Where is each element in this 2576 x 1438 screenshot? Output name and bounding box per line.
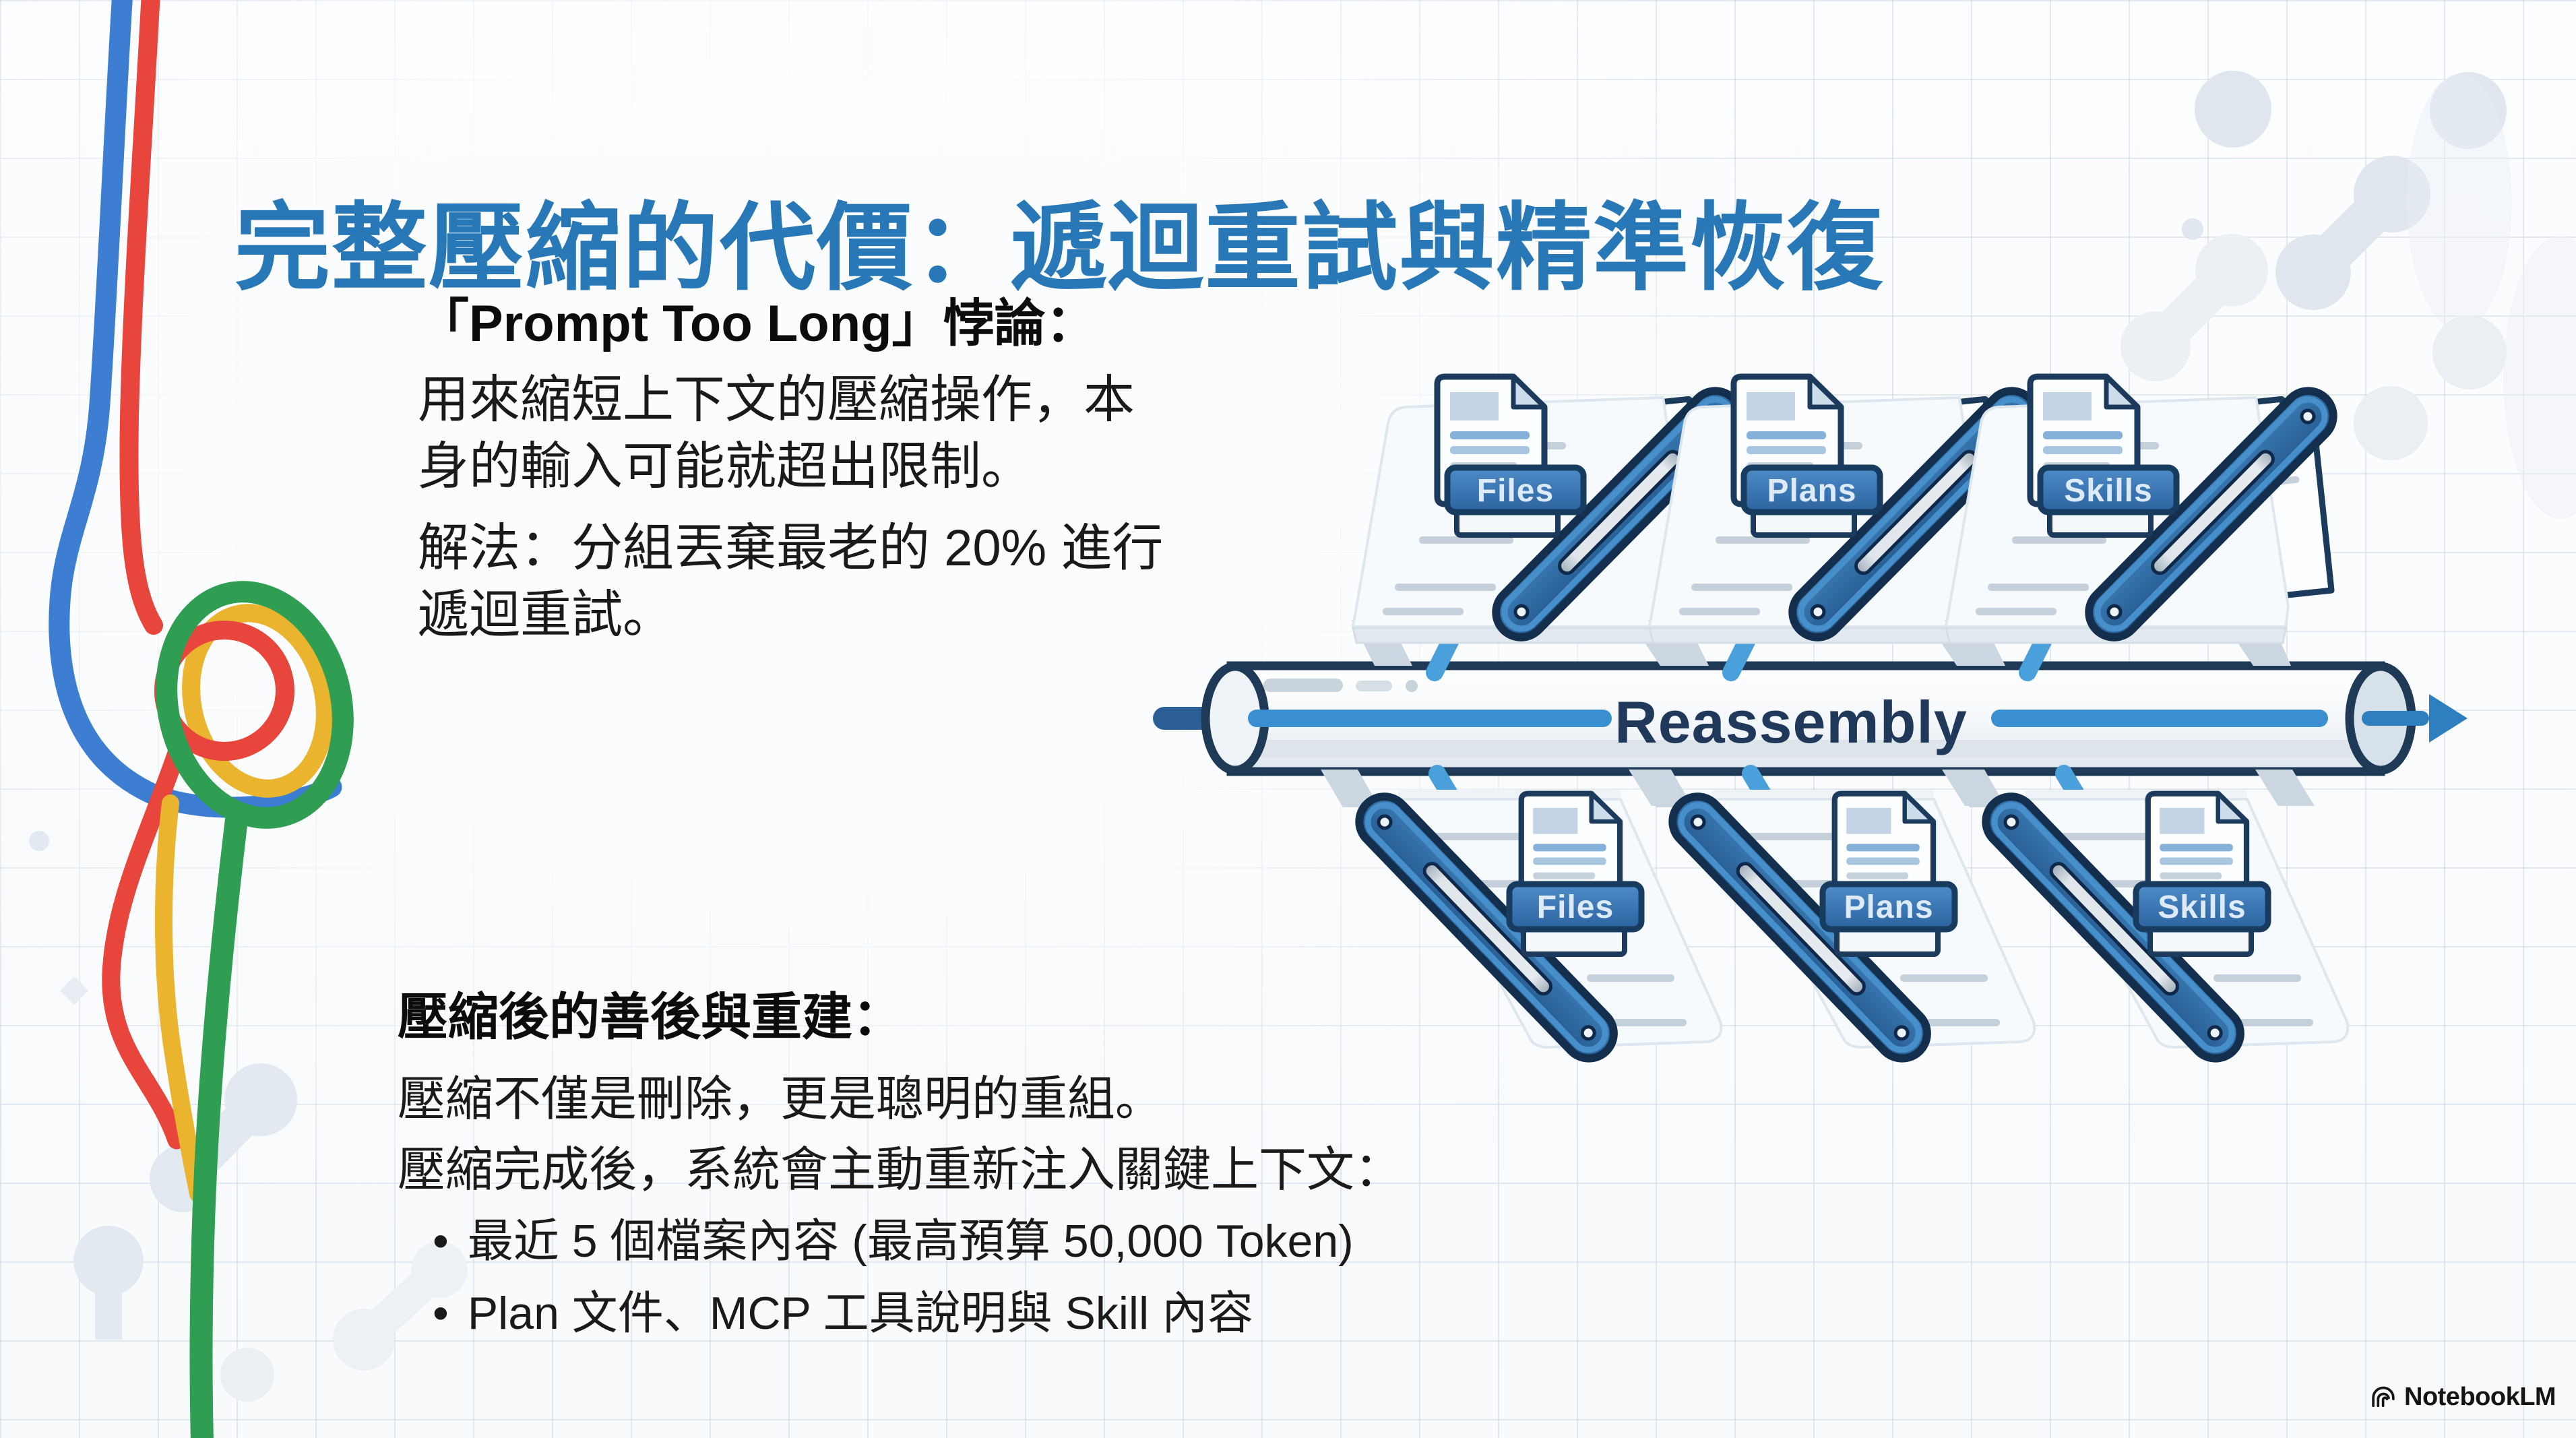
- flow-line-right: [1991, 710, 2328, 727]
- ribbon-red-tail: [102, 732, 190, 1150]
- rebuild-bullet-2: • Plan 文件、MCP 工具說明與 Skill 內容: [433, 1278, 1402, 1350]
- paradox-line-1: 用來縮短上下文的壓縮操作，本: [418, 371, 1135, 429]
- belt-label-top-skills: Skills: [2064, 473, 2152, 509]
- bullet-icon: •: [433, 1288, 449, 1339]
- rebuild-heading: 壓縮後的善後與重建：: [398, 989, 904, 1045]
- paradox-textblock: 「Prompt Too Long」悖論： 用來縮短上下文的壓縮操作，本 身的輸入…: [418, 282, 1163, 648]
- flow-line-left: [1248, 710, 1612, 727]
- ribbon-red-top: [119, 0, 163, 635]
- google-ribbon-decoration: [49, 0, 354, 1438]
- paradox-line-3: 解法：分組丟棄最老的 20% 進行: [418, 520, 1164, 577]
- bullet-icon: •: [433, 1216, 449, 1267]
- rebuild-bullet-1: • 最近 5 個檔案內容 (最高預算 50,000 Token): [433, 1206, 1402, 1278]
- belt-bottom-files: [1321, 770, 1721, 1069]
- belt-label-bottom-files: Files: [1537, 889, 1614, 925]
- belt-label-top-plans: Plans: [1767, 473, 1856, 509]
- reassembly-diagram: Reassembly Files Plans Skills Files Plan…: [1153, 323, 2468, 1166]
- ribbon-yellow-ring: [182, 604, 334, 798]
- paradox-line-2: 身的輸入可能就超出限制。: [418, 438, 1032, 495]
- ribbon-green-tail: [189, 803, 249, 1438]
- notebooklm-brand: NotebookLM: [2369, 1383, 2556, 1412]
- rebuild-line-2: 壓縮完成後，系統會主動重新注入關鍵上下文：: [398, 1144, 1403, 1197]
- ribbon-green-ring: [156, 581, 354, 829]
- rebuild-bullet-2-text: Plan 文件、MCP 工具說明與 Skill 內容: [467, 1288, 1254, 1339]
- pipe-label: Reassembly: [1614, 689, 1968, 755]
- rebuild-line-1: 壓縮不僅是刪除，更是聰明的重組。: [398, 1073, 1164, 1126]
- paradox-heading: 「Prompt Too Long」悖論：: [418, 295, 1097, 352]
- belt-top-skills: [1945, 377, 2344, 673]
- belt-label-top-files: Files: [1477, 473, 1554, 509]
- notebooklm-logo-icon: [2372, 1386, 2395, 1407]
- page-title: 完整壓縮的代價：遞迴重試與精準恢復: [234, 195, 1884, 302]
- notebooklm-wordmark: NotebookLM: [2404, 1383, 2556, 1411]
- belt-label-bottom-plans: Plans: [1844, 889, 1933, 925]
- flow-arrow-icon: [2429, 694, 2468, 743]
- rebuild-bullet-1-text: 最近 5 個檔案內容 (最高預算 50,000 Token): [467, 1216, 1354, 1267]
- ribbon-blue: [49, 0, 342, 818]
- ribbon-yellow-tail: [154, 794, 207, 1203]
- reassembly-pipe: Reassembly: [1153, 661, 2468, 776]
- belt-label-bottom-skills: Skills: [2158, 889, 2246, 925]
- paradox-line-4: 遞迴重試。: [418, 586, 674, 644]
- rebuild-textblock: 壓縮後的善後與重建： 壓縮不僅是刪除，更是聰明的重組。 壓縮完成後，系統會主動重…: [398, 976, 1402, 1350]
